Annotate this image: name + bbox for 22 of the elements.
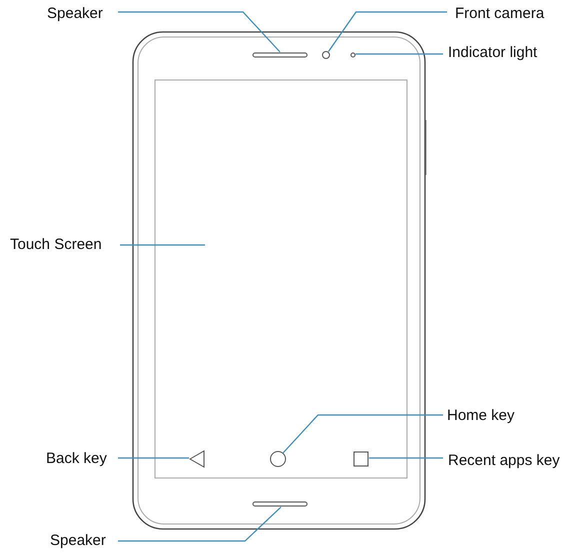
leader-line xyxy=(356,53,443,55)
camera-lens xyxy=(322,51,330,59)
recent-apps-icon xyxy=(354,452,368,466)
speaker-slot xyxy=(252,52,308,58)
part-label: Back key xyxy=(46,450,107,468)
part-label: Touch Screen xyxy=(10,236,102,254)
part-label: Recent apps key xyxy=(448,452,560,470)
leader-line xyxy=(118,457,189,459)
part-label: Front camera xyxy=(455,5,544,23)
part-label: Speaker xyxy=(47,5,103,23)
back-key-icon xyxy=(189,450,204,468)
part-label: Home key xyxy=(447,407,515,425)
speaker-slot xyxy=(252,502,308,506)
indicator-dot xyxy=(350,52,356,58)
leader-line xyxy=(328,11,447,52)
leader-line xyxy=(120,244,205,246)
leader-line xyxy=(282,414,443,454)
home-key-icon xyxy=(270,451,286,467)
leader-line xyxy=(369,457,443,459)
part-label: Indicator light xyxy=(448,44,538,62)
leader-line xyxy=(118,506,282,542)
part-label: Speaker xyxy=(50,532,106,550)
